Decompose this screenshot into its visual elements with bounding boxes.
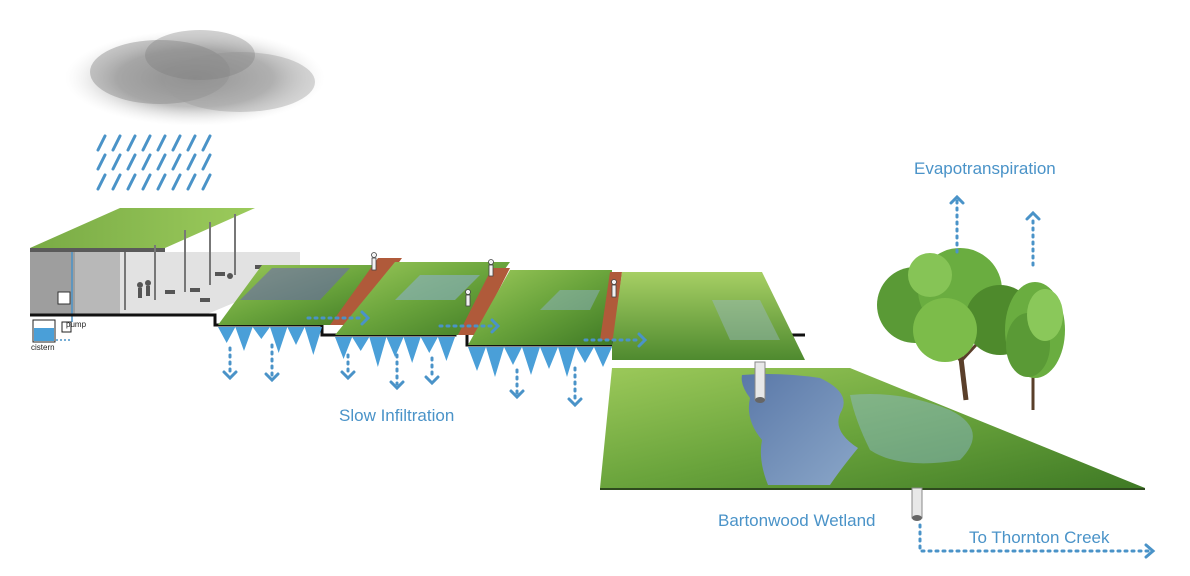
slow-infiltration-label: Slow Infiltration: [339, 406, 455, 425]
creek-label: To Thornton Creek: [969, 528, 1110, 547]
rain-streak-icon: [141, 134, 152, 152]
dotted-arrow-down-icon: [567, 366, 583, 408]
rain-streak-icon: [156, 134, 167, 152]
rain-streak-icon: [111, 134, 122, 152]
rain-streak-icon: [111, 153, 122, 171]
rain-streak-icon: [156, 173, 167, 191]
rain-streak-icon: [171, 173, 182, 191]
infiltration-water-fill: [468, 347, 612, 377]
rain-streak-icon: [111, 173, 122, 191]
rain-streak-icon: [126, 134, 137, 152]
evapotranspiration-label: Evapotranspiration: [914, 159, 1056, 178]
tree-icon: [1005, 282, 1065, 410]
rain-garden-terrace-2: [335, 262, 510, 335]
rain-streak-icon: [201, 153, 212, 171]
rain-streak-icon: [96, 173, 107, 191]
flow-arrows: [222, 194, 1156, 559]
dotted-arrow-right-icon: [918, 523, 1156, 559]
rain-streaks: [96, 134, 212, 191]
rain-streak-icon: [171, 134, 182, 152]
dotted-arrow-right-icon: [583, 332, 648, 348]
rain-streak-icon: [186, 153, 197, 171]
wetland-platform: [600, 368, 1145, 490]
drain-pipe-icon: [754, 361, 923, 521]
dotted-arrow-down-icon: [389, 353, 405, 391]
dotted-arrow-up-icon: [1025, 210, 1041, 267]
dotted-arrow-up-icon: [949, 194, 965, 254]
rain-garden-terrace-3: [468, 270, 622, 345]
rain-streak-icon: [141, 153, 152, 171]
people: [371, 252, 617, 307]
infiltration-water: [218, 327, 612, 377]
rain-garden-terrace-4: [612, 272, 805, 360]
rain-streak-icon: [96, 153, 107, 171]
rain-streak-icon: [186, 173, 197, 191]
rain-streak-icon: [186, 134, 197, 152]
rain-garden-terrace-1: [218, 258, 402, 325]
dotted-arrow-down-icon: [340, 353, 356, 381]
wetland-label: Bartonwood Wetland: [718, 511, 876, 530]
cistern: [32, 319, 72, 343]
dotted-arrow-down-icon: [222, 346, 238, 381]
infiltration-water-fill: [335, 337, 455, 367]
dotted-arrow-right-icon: [438, 318, 501, 334]
infiltration-water-fill: [218, 327, 322, 355]
rain-streak-icon: [171, 153, 182, 171]
dotted-arrow-down-icon: [509, 368, 525, 400]
rain-cloud-icon: [65, 30, 325, 126]
dotted-arrow-down-icon: [264, 343, 280, 383]
dotted-arrow-down-icon: [424, 356, 440, 386]
rain-streak-icon: [141, 173, 152, 191]
rain-streak-icon: [96, 134, 107, 152]
pump-label: pump: [66, 320, 87, 329]
rain-streak-icon: [156, 153, 167, 171]
cistern-label: cistern: [31, 343, 55, 352]
rain-streak-icon: [201, 173, 212, 191]
rain-streak-icon: [126, 153, 137, 171]
dotted-arrow-right-icon: [306, 310, 371, 326]
rain-streak-icon: [126, 173, 137, 191]
rain-streak-icon: [201, 134, 212, 152]
